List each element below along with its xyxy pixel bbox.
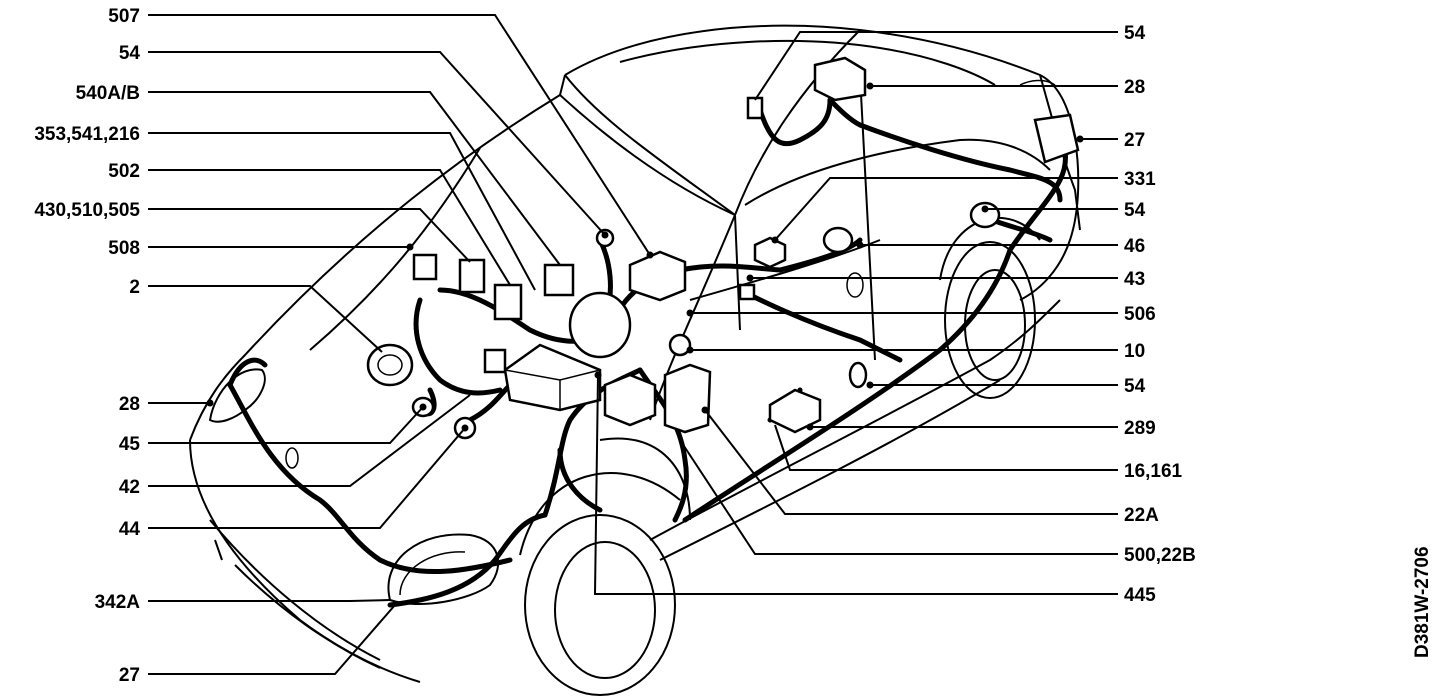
callout-10: 10	[1124, 341, 1145, 362]
right-labels: 54 28 27 331 54 46 43 506 10 54 289 16,1…	[1124, 23, 1196, 606]
callout-54-d: 54	[1124, 376, 1146, 397]
left-leader-lines	[148, 14, 651, 675]
left-labels: 507 54 540A/B 353,541,216 502 430,510,50…	[34, 6, 140, 686]
callout-500-22b: 500,22B	[1124, 545, 1196, 566]
callout-2: 2	[129, 277, 140, 298]
callout-54-c: 54	[1124, 200, 1146, 221]
callout-16-161: 16,161	[1124, 461, 1183, 482]
callout-46: 46	[1124, 236, 1145, 257]
callout-445: 445	[1124, 585, 1156, 606]
callout-289: 289	[1124, 418, 1156, 439]
callout-22a: 22A	[1124, 505, 1159, 526]
callout-27-a: 27	[119, 665, 140, 686]
figure-code: D381W-2706	[1412, 546, 1433, 658]
right-leader-lines	[593, 31, 1118, 595]
callout-353-541-216: 353,541,216	[34, 124, 140, 145]
callout-28-b: 28	[1124, 77, 1145, 98]
callout-331: 331	[1124, 169, 1156, 190]
callout-507: 507	[108, 6, 140, 27]
callout-508: 508	[108, 238, 140, 259]
callout-506: 506	[1124, 304, 1156, 325]
callout-54-b: 54	[1124, 23, 1146, 44]
callout-28-a: 28	[119, 394, 140, 415]
callout-342a: 342A	[95, 592, 141, 613]
callout-430-510-505: 430,510,505	[34, 200, 140, 221]
callout-27-b: 27	[1124, 130, 1145, 151]
callout-502: 502	[108, 161, 140, 182]
callout-42: 42	[119, 477, 140, 498]
callout-44: 44	[119, 519, 141, 540]
wiring-harness	[227, 97, 1068, 608]
leader-dots	[206, 82, 1084, 432]
components	[366, 56, 1080, 440]
callout-45: 45	[119, 434, 141, 455]
callout-43: 43	[1124, 269, 1145, 290]
callout-54-a: 54	[119, 43, 141, 64]
callout-540ab: 540A/B	[76, 83, 140, 104]
